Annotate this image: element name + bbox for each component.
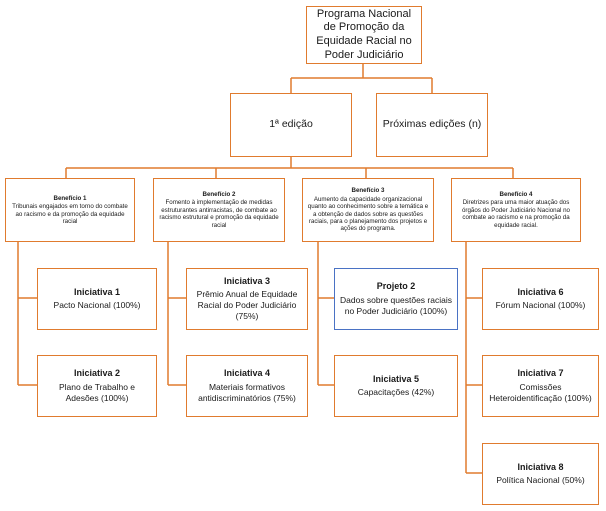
project-2-box: Projeto 2 Dados sobre questões raciais n… <box>334 268 458 330</box>
initiative-2-text: Plano de Trabalho e Adesões (100%) <box>58 381 136 403</box>
initiative-6-title: Iniciativa 6 <box>517 286 564 297</box>
benefit-2-box: Benefício 2 Fomento à implementação de m… <box>153 178 285 242</box>
benefit-3-title: Benefício 3 <box>351 187 385 195</box>
initiative-1-title: Iniciativa 1 <box>73 286 121 297</box>
initiative-3-box: Iniciativa 3 Prêmio Anual de Equidade Ra… <box>186 268 308 330</box>
initiative-7-title: Iniciativa 7 <box>517 368 564 379</box>
initiative-2-box: Iniciativa 2 Plano de Trabalho e Adesões… <box>37 355 157 417</box>
benefit-4-title: Benefício 4 <box>499 190 533 198</box>
project-2-text: Dados sobre questões raciais no Poder Ju… <box>340 294 452 316</box>
benefit-1-title: Benefício 1 <box>53 194 87 202</box>
initiative-5-title: Iniciativa 5 <box>372 373 420 384</box>
initiative-3-text: Prêmio Anual de Equidade Racial do Poder… <box>196 289 298 322</box>
initiative-1-text: Pacto Nacional (100%) <box>53 300 141 311</box>
benefit-3-box: Benefício 3 Aumento da capacidade organi… <box>302 178 434 242</box>
program-box: Programa Nacional de Promoção da Equidad… <box>306 6 422 64</box>
initiative-8-title: Iniciativa 8 <box>517 461 564 472</box>
initiative-3-title: Iniciativa 3 <box>223 275 271 286</box>
benefit-2-text: Fomento à implementação de medidas estru… <box>159 199 279 229</box>
initiative-4-box: Iniciativa 4 Materiais formativos antidi… <box>186 355 308 417</box>
edition-1-box: 1ª edição <box>230 93 352 157</box>
initiative-6-box: Iniciativa 6 Fórum Nacional (100%) <box>482 268 599 330</box>
benefit-3-text: Aumento da capacidade organizacional qua… <box>307 195 429 233</box>
initiative-6-text: Fórum Nacional (100%) <box>495 300 586 311</box>
initiative-4-title: Iniciativa 4 <box>223 368 271 379</box>
benefit-1-text: Tribunais engajados em torno do combate … <box>12 203 128 225</box>
benefit-2-title: Benefício 2 <box>202 190 236 198</box>
benefit-4-box: Benefício 4 Diretrizes para uma maior at… <box>451 178 581 242</box>
initiative-5-box: Iniciativa 5 Capacitações (42%) <box>334 355 458 417</box>
initiative-8-text: Política Nacional (50%) <box>496 475 585 486</box>
project-2-title: Projeto 2 <box>376 281 416 292</box>
next-editions-box: Próximas edições (n) <box>376 93 488 157</box>
initiative-4-text: Materiais formativos antidiscriminatório… <box>198 381 296 403</box>
edition-1-label: 1ª edição <box>269 118 313 131</box>
initiative-7-text: Comissões Heteroidentificação (100%) <box>489 381 592 403</box>
benefit-4-text: Diretrizes para uma maior atuação dos ór… <box>461 199 570 229</box>
initiative-7-box: Iniciativa 7 Comissões Heteroidentificaç… <box>482 355 599 417</box>
benefit-1-box: Benefício 1 Tribunais engajados em torno… <box>5 178 135 242</box>
program-title: Programa Nacional de Promoção da Equidad… <box>316 7 412 61</box>
initiative-2-title: Iniciativa 2 <box>73 368 121 379</box>
initiative-8-box: Iniciativa 8 Política Nacional (50%) <box>482 443 599 505</box>
next-editions-label: Próximas edições (n) <box>382 118 482 131</box>
initiative-5-text: Capacitações (42%) <box>357 387 435 398</box>
initiative-1-box: Iniciativa 1 Pacto Nacional (100%) <box>37 268 157 330</box>
